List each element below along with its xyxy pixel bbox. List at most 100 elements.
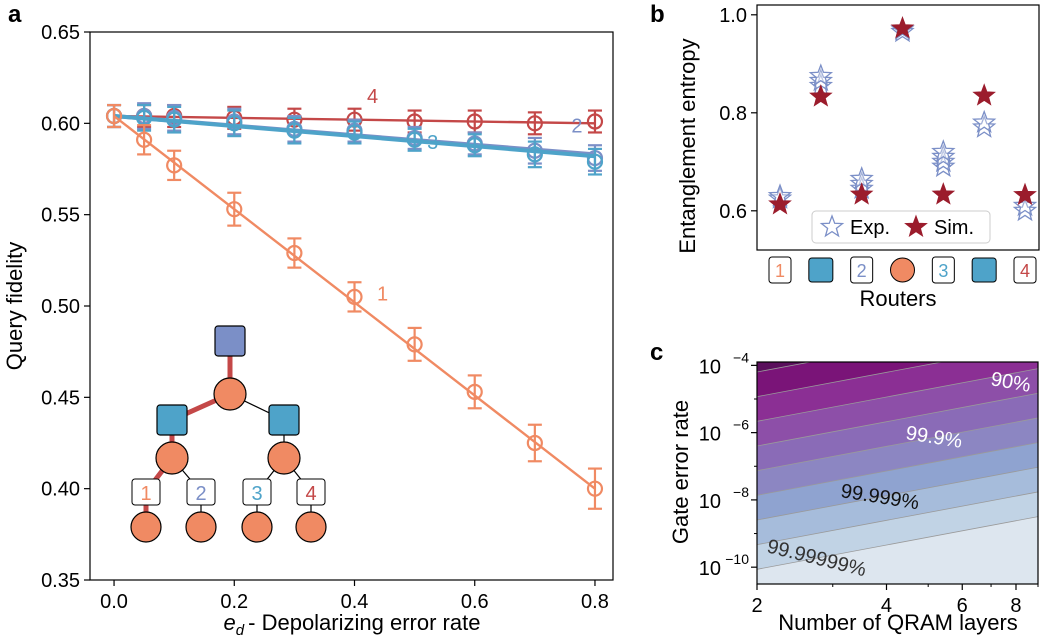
data-point: [226, 115, 243, 132]
panel-c-ytick-label: 10: [699, 356, 721, 378]
data-point: [346, 124, 363, 141]
data-point: [105, 107, 123, 125]
series-label-4: 4: [367, 86, 378, 108]
tree-leaf-node: [241, 511, 273, 543]
sim-star-marker: [849, 182, 874, 205]
panel-a-xtick-label: 0.6: [461, 591, 489, 613]
series-label-3: 3: [427, 132, 438, 154]
panel-label-c: c: [650, 339, 663, 366]
panel-a-ytick-label: 0.40: [41, 479, 80, 501]
panel-a-ytick-label: 0.55: [41, 205, 80, 227]
panel-b-legend: Exp.Sim.: [811, 210, 991, 244]
series-1: [105, 103, 604, 510]
panel-c-ytick-exponent: −6: [733, 417, 749, 433]
router-category-label: 3: [938, 261, 948, 281]
panel-b-ytick-label: 0.6: [719, 201, 747, 223]
router-category-box: [931, 256, 955, 284]
panel-c-ytick-exponent: −10: [725, 551, 749, 567]
panel-b-frame: [756, 4, 1040, 251]
data-point: [286, 244, 303, 262]
data-point: [166, 111, 183, 128]
router-category-box: [850, 256, 874, 284]
exp-star-marker: [971, 114, 997, 138]
panel-b-xlabel: Routers: [859, 286, 936, 311]
data-point: [466, 113, 483, 130]
panel-a-xlabel: ed- Depolarizing error rate: [224, 610, 481, 639]
sim-star-marker: [768, 191, 792, 215]
panel-c-frame: [756, 361, 1039, 585]
data-point: [466, 137, 483, 154]
tree-leaf-box: [296, 478, 326, 506]
ytick-base: 10: [699, 558, 721, 580]
data-point: [586, 153, 604, 170]
panel-c-ytick-label: 10: [699, 491, 721, 513]
data-point: [406, 131, 423, 148]
panel-a-xtick-label: 0.2: [220, 591, 248, 613]
tree-router-node: [213, 377, 247, 411]
sim-star-marker: [931, 182, 956, 205]
legend-box: [811, 210, 991, 244]
panel-a-ytick-label: 0.50: [41, 296, 80, 318]
exp-star-marker: [971, 109, 997, 134]
tree-leaf-node: [185, 511, 217, 543]
data-point: [586, 480, 604, 497]
sim-star-marker: [1013, 182, 1037, 206]
exp-star-marker: [931, 153, 956, 178]
data-point: [136, 131, 153, 148]
tree-leaf-box: [186, 478, 216, 506]
data-point: [466, 383, 483, 400]
tree-leaf-box: [131, 478, 161, 506]
series-label-1: 1: [377, 284, 388, 306]
exp-star-marker: [931, 148, 956, 173]
series-label-2: 2: [571, 115, 582, 137]
panel-c-ytick-label: 10: [699, 558, 721, 580]
router-category-switch: [971, 257, 997, 283]
data-point: [526, 146, 543, 163]
tree-root-switch: [214, 325, 246, 357]
panel-a-ytick-label: 0.65: [41, 22, 80, 44]
tree-leaf-box: [242, 478, 272, 506]
router-category-label: 2: [857, 261, 867, 281]
data-point: [226, 201, 243, 218]
ytick-base: 10: [699, 491, 721, 513]
tree-switch-node: [156, 404, 188, 436]
panel-c-ylabel: Gate error rate: [668, 400, 693, 544]
series-3: [105, 103, 604, 176]
exp-star-marker: [931, 139, 956, 163]
router-category-box: [1013, 256, 1037, 284]
data-point: [526, 115, 543, 132]
tree-leaf-label: 1: [140, 483, 151, 505]
router-category-node: [890, 257, 915, 283]
panel-c-xtick-label: 2: [751, 595, 762, 617]
panel-a-ytick-label: 0.35: [41, 570, 80, 592]
panel-a-ylabel: Query fidelity: [2, 242, 27, 370]
data-point: [346, 288, 363, 305]
router-category-label: 1: [775, 261, 785, 281]
panel-a-xtick-label: 0.0: [100, 591, 128, 613]
panel-a-xtick-label: 0.4: [341, 591, 369, 613]
panel-c-ytick-exponent: −4: [733, 349, 749, 365]
panel-c-xtick-label: 6: [957, 595, 968, 617]
exp-star-marker: [808, 63, 834, 87]
panel-a-ytick-label: 0.60: [41, 113, 80, 135]
legend-exp-label: Exp.: [850, 217, 890, 239]
panel-b-ylabel: Entanglement entropy: [675, 38, 700, 253]
exp-star-marker: [1012, 193, 1038, 217]
panel-label-b: b: [650, 1, 665, 28]
exp-star-marker: [931, 144, 956, 168]
tree-router-node: [267, 441, 301, 475]
panel-c-xlabel: Number of QRAM layers: [778, 610, 1018, 635]
panel-b-ytick-label: 0.8: [719, 103, 747, 125]
tree-switch-node: [268, 404, 300, 436]
panel-c-xtick-label: 8: [1010, 595, 1021, 617]
panel-c-ytick-exponent: −8: [733, 484, 749, 500]
router-category-switch: [808, 257, 834, 283]
panel-a-xtick-label: 0.8: [581, 591, 609, 613]
tree-leaf-node: [130, 511, 162, 543]
panel-c-ytick-label: 10: [699, 424, 721, 446]
